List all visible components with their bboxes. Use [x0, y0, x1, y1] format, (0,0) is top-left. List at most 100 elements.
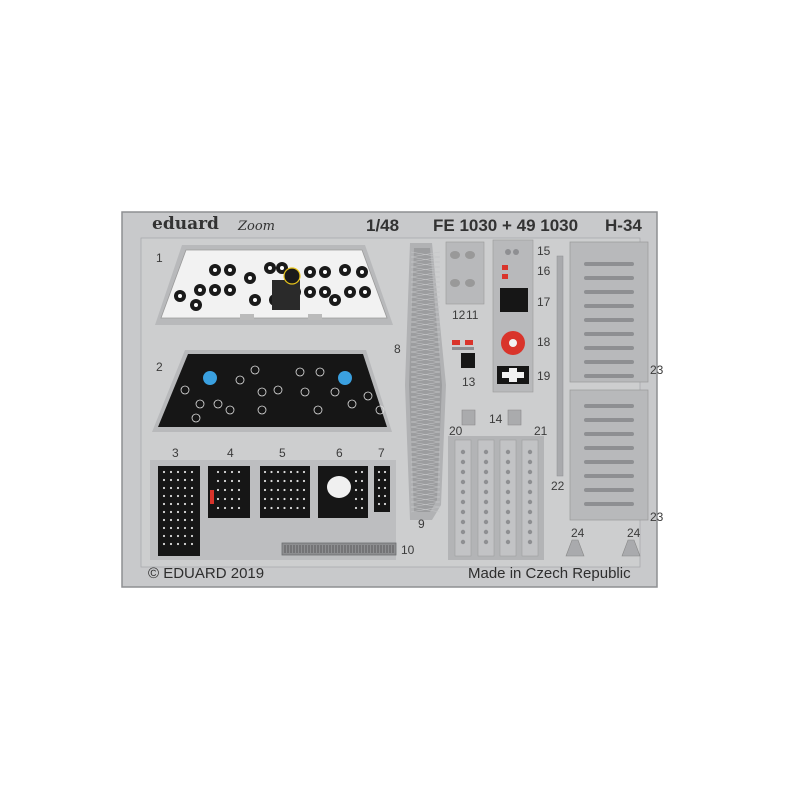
- panel-dot: [176, 542, 180, 546]
- mesh-line: [410, 501, 441, 508]
- hinge-strip: [499, 439, 517, 557]
- strip-hole: [505, 519, 511, 525]
- part-8-9-mesh-strip: [405, 243, 446, 520]
- origin-label: Made in Czech Republic: [468, 565, 631, 582]
- panel-dot: [190, 510, 194, 514]
- gauge-blue: [203, 371, 217, 385]
- mesh-line: [410, 306, 441, 313]
- louvre-slot: [584, 460, 634, 464]
- louvre-slot: [584, 418, 634, 422]
- strip-hole: [483, 459, 489, 465]
- gauge: [363, 391, 373, 401]
- mesh-line: [410, 416, 441, 423]
- mesh-line: [410, 371, 441, 378]
- center-console: [272, 280, 300, 310]
- gauge-center: [343, 268, 347, 272]
- part-2-overhead-panel: [152, 350, 392, 432]
- part-label-5: 5: [279, 446, 286, 460]
- panel-dot: [176, 510, 180, 514]
- mesh-line: [410, 286, 441, 293]
- panel-dot: [302, 479, 306, 483]
- louvre-slot: [584, 262, 634, 266]
- gauge: [315, 367, 325, 377]
- strip-hole: [505, 539, 511, 545]
- panel-dot: [223, 506, 227, 510]
- panel-dot: [183, 486, 187, 490]
- strip-hole: [527, 459, 533, 465]
- strip-hole: [527, 509, 533, 515]
- panel-dot: [190, 470, 194, 474]
- panel-dot: [283, 506, 286, 510]
- mesh-line: [410, 351, 441, 358]
- panel-dot: [270, 479, 273, 483]
- gauge: [195, 399, 205, 409]
- part-label-24-right: 24: [627, 526, 641, 540]
- panel-dot: [176, 470, 180, 474]
- panel-dot: [176, 518, 180, 522]
- panel-dot: [296, 506, 299, 510]
- part-5-panel: [260, 466, 310, 518]
- panel-dot: [162, 542, 166, 546]
- panel-dot: [190, 526, 194, 530]
- panel-dot: [377, 486, 381, 490]
- tab: [240, 314, 254, 320]
- panel-dot: [230, 497, 234, 501]
- mesh-line: [410, 386, 441, 393]
- strip-hole: [460, 509, 466, 515]
- louvre-slot: [584, 346, 634, 350]
- louvre-slot: [584, 318, 634, 322]
- panel-dot: [283, 479, 286, 483]
- panel-dot: [190, 518, 194, 522]
- panel-dot: [169, 534, 173, 538]
- panel-dot: [216, 479, 220, 483]
- panel-dot: [223, 470, 227, 474]
- panel-dot: [263, 488, 267, 492]
- part-label-13: 13: [462, 375, 476, 389]
- strip-hole: [483, 529, 489, 535]
- gauge-center: [178, 294, 182, 298]
- strip-hole: [505, 469, 511, 475]
- gauge: [225, 405, 235, 415]
- part-label-22: 22: [551, 479, 565, 493]
- strip-hole: [460, 479, 466, 485]
- mesh-line: [410, 506, 441, 513]
- part-label-3: 3: [172, 446, 179, 460]
- mesh-line: [410, 266, 441, 273]
- mesh-line: [410, 426, 441, 433]
- panel-dot: [162, 470, 166, 474]
- panel-dot: [190, 478, 194, 482]
- strip-hole: [460, 459, 466, 465]
- strip-hole: [505, 529, 511, 535]
- panel-dot: [383, 478, 387, 482]
- part-label-16: 16: [537, 264, 551, 278]
- panel-dot: [230, 470, 234, 474]
- panel-dot: [223, 488, 227, 492]
- panel-dot: [162, 478, 166, 482]
- part-10-strip: [281, 542, 397, 556]
- panel-dot: [377, 478, 381, 482]
- panel-dot: [237, 497, 241, 501]
- mesh-line: [410, 376, 441, 383]
- mesh-line: [410, 446, 441, 453]
- panel-dot: [360, 470, 364, 474]
- gauge: [257, 387, 267, 397]
- part-label-7: 7: [378, 446, 385, 460]
- mesh-line: [410, 331, 441, 338]
- hinge-strip: [521, 439, 539, 557]
- strip-hole: [527, 489, 533, 495]
- panel-dot: [183, 478, 187, 482]
- gauge-center: [268, 266, 272, 270]
- mesh-line: [410, 256, 441, 263]
- panel-dot: [169, 502, 173, 506]
- part-label-9: 9: [418, 517, 425, 531]
- mesh-line: [410, 486, 441, 493]
- part-22-rod: [556, 255, 564, 477]
- strip-hole: [483, 509, 489, 515]
- panel-dot: [377, 470, 381, 474]
- panel-dot: [176, 478, 180, 482]
- mesh-line: [410, 456, 441, 463]
- strip-hole: [460, 539, 466, 545]
- panel-dot: [216, 470, 220, 474]
- gauge-center: [228, 268, 232, 272]
- panel-dot: [276, 479, 280, 483]
